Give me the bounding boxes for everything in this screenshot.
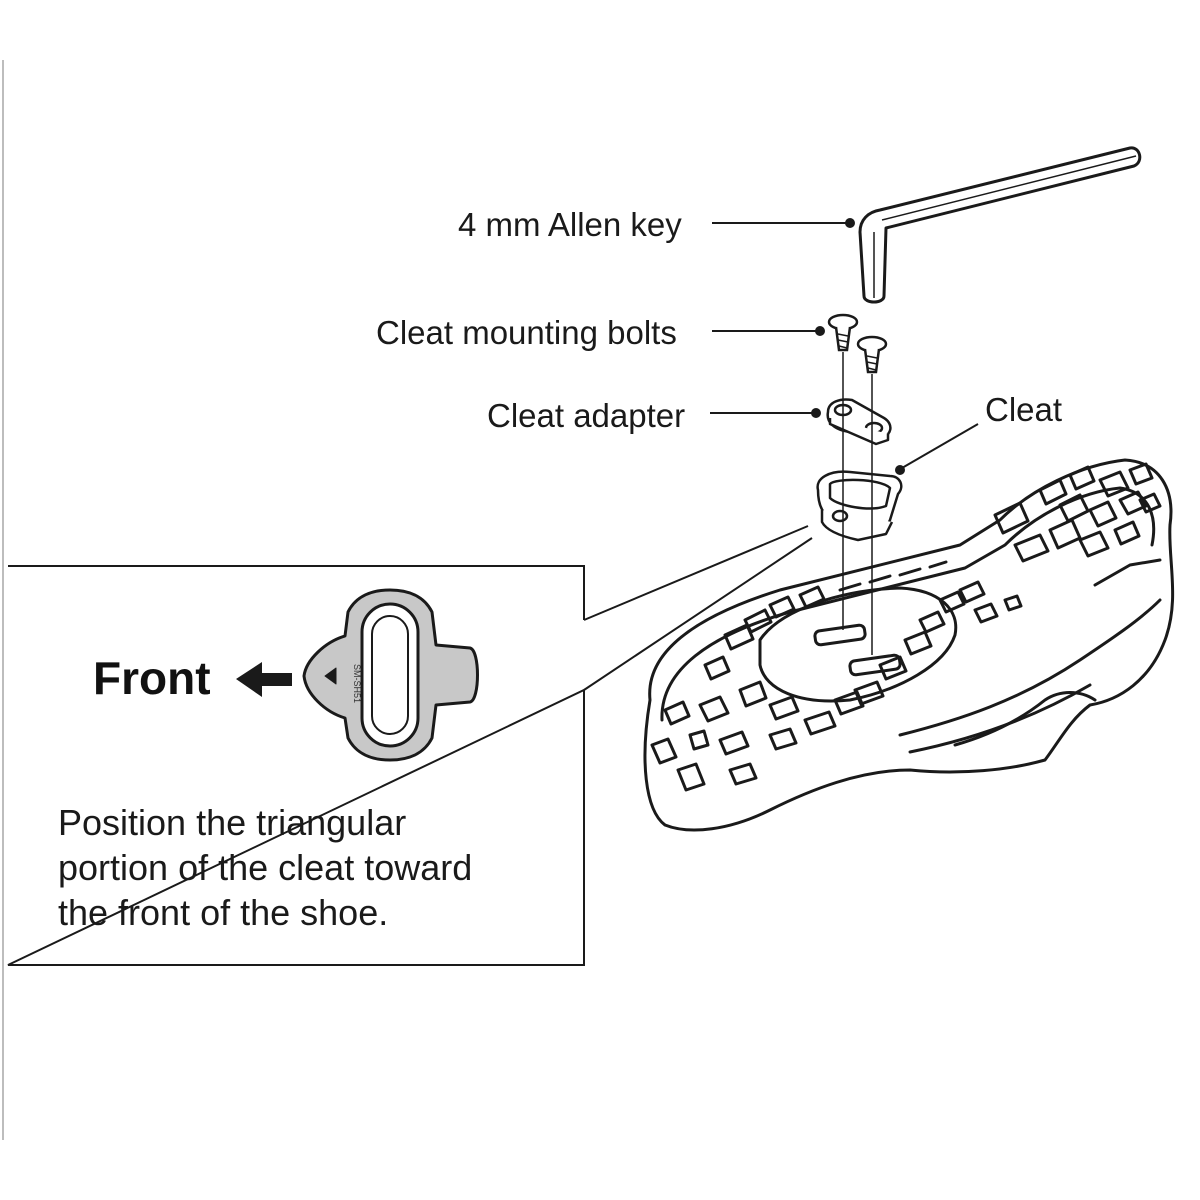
instruction-line: portion of the cleat toward xyxy=(58,847,473,888)
allen-key-icon xyxy=(858,146,1142,304)
instruction-line: Position the triangular xyxy=(58,802,407,843)
instruction-line: the front of the shoe. xyxy=(58,892,389,933)
front-label: Front xyxy=(93,652,211,704)
arrow-left-icon xyxy=(236,662,292,697)
alignment-guide-lines xyxy=(842,352,873,655)
cleat-icon xyxy=(816,470,903,542)
inset-box xyxy=(7,525,813,966)
shoe-sole-icon xyxy=(643,458,1175,832)
mounting-bolts-label: Cleat mounting bolts xyxy=(376,314,677,351)
leader-lines xyxy=(710,218,979,475)
cleat-adapter-icon xyxy=(826,398,892,446)
cleat-adapter-label: Cleat adapter xyxy=(487,397,686,434)
bolt-icon xyxy=(827,313,888,374)
instruction-text: Position the triangular portion of the c… xyxy=(58,800,568,935)
cleat-marking-text: SM-SH51 xyxy=(352,664,362,703)
allen-key-label: 4 mm Allen key xyxy=(458,206,682,243)
inset-cleat-icon xyxy=(302,588,479,762)
cleat-label: Cleat xyxy=(985,391,1063,428)
